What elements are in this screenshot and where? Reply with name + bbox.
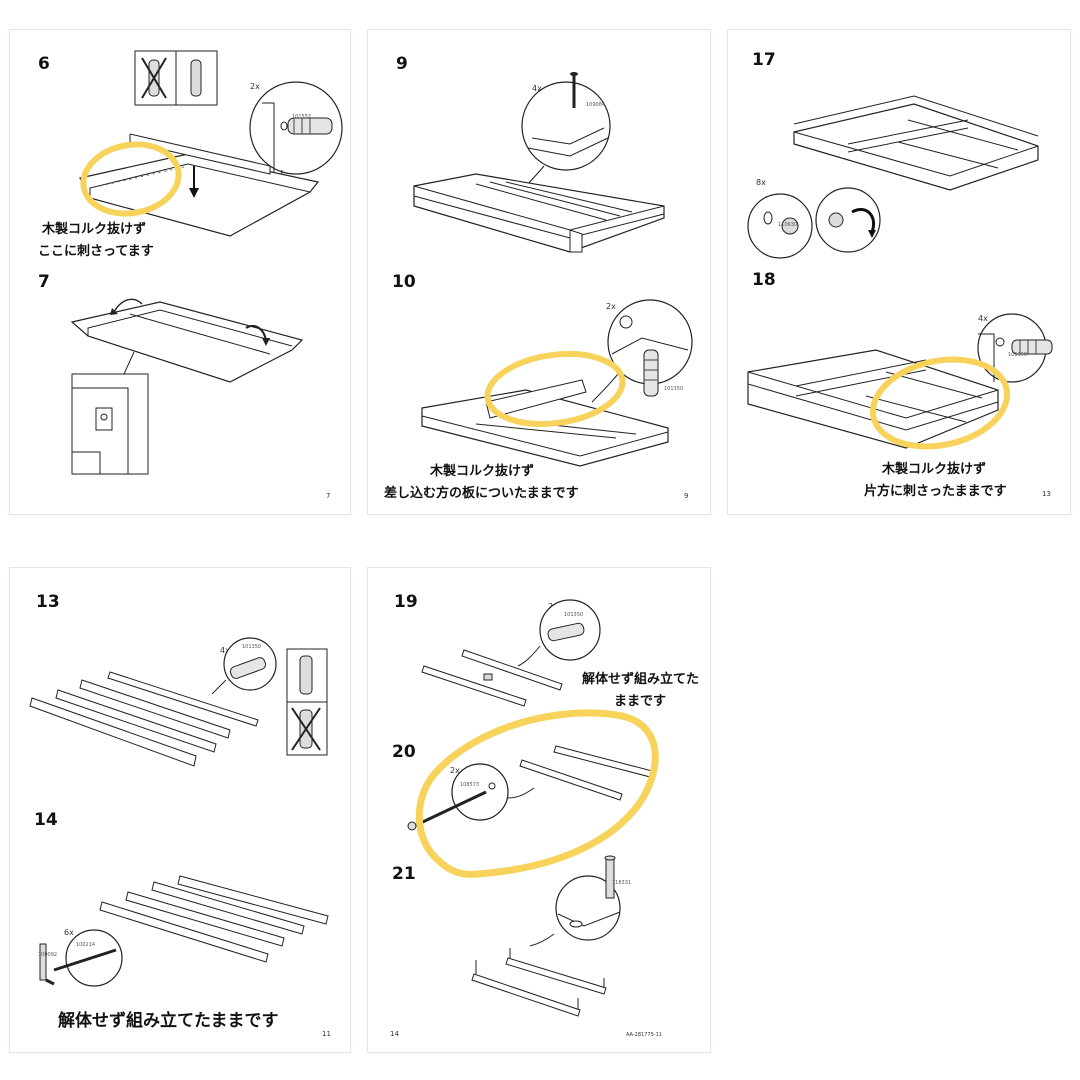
quantity-label: 6x bbox=[64, 928, 74, 937]
step-number: 6 bbox=[38, 54, 50, 74]
dowel-detail-callout bbox=[972, 312, 1068, 392]
step-number: 13 bbox=[36, 592, 60, 612]
step-number: 14 bbox=[34, 810, 58, 830]
page-number: 9 bbox=[684, 492, 689, 500]
annotation-line-2: 差し込む方の板についたままです bbox=[384, 486, 579, 501]
annotation-line-2: 片方に刺さったままです bbox=[864, 484, 1007, 499]
annotation-line-1: 木製コルク抜けず bbox=[430, 464, 535, 479]
part-number: 108573 bbox=[460, 782, 480, 788]
quantity-label: 4x bbox=[532, 84, 542, 93]
highlight-circle bbox=[408, 700, 664, 882]
step-number: 17 bbox=[752, 50, 776, 70]
step-number: 10 bbox=[392, 272, 416, 292]
annotation-line-1: 解体せず組み立てた bbox=[582, 672, 700, 687]
quantity-label: 2x bbox=[606, 302, 616, 311]
annotation-line-1: 木製コルク抜けず bbox=[882, 462, 987, 477]
key-part-number: 100092 bbox=[38, 952, 58, 958]
cam-screw-callout bbox=[524, 854, 624, 948]
slats-drawing-step21 bbox=[470, 948, 616, 1020]
highlight-circle bbox=[76, 138, 186, 220]
annotation-line-1: 解体せず組み立てたままです bbox=[58, 1011, 279, 1031]
slats-drawing bbox=[30, 668, 270, 768]
dowel-detail-callout bbox=[206, 636, 286, 696]
part-number: 100214 bbox=[76, 942, 96, 948]
highlight-circle bbox=[480, 344, 630, 434]
part-number: 101350 bbox=[664, 386, 684, 392]
document-code: AA-281775-11 bbox=[626, 1032, 662, 1038]
annotation-line-2: ここに刺さってます bbox=[38, 244, 154, 259]
part-number: 118331 bbox=[612, 880, 632, 886]
page-number: 11 bbox=[322, 1030, 331, 1038]
bed-frame-drawing-step7 bbox=[70, 292, 320, 492]
page-number: 14 bbox=[390, 1030, 399, 1038]
part-number: 101350 bbox=[242, 644, 262, 650]
bed-frame-drawing bbox=[70, 126, 330, 246]
bed-frame-drawing-step10 bbox=[416, 366, 676, 470]
step-number: 19 bbox=[394, 592, 418, 612]
manual-page-13: 17 8x 110630 18 4x 101350 bbox=[728, 30, 1070, 514]
highlight-circle bbox=[864, 350, 1016, 456]
part-number: 109084 bbox=[586, 102, 606, 108]
step-number: 20 bbox=[392, 742, 416, 762]
page-number: 7 bbox=[326, 492, 331, 500]
part-number: 101557 bbox=[292, 114, 312, 120]
part-number: 110630 bbox=[778, 222, 798, 228]
annotation-line-1: 木製コルク抜けず bbox=[42, 222, 147, 237]
manual-page-9: 9 4x 109084 10 2x 101350 bbox=[368, 30, 710, 514]
manual-page-11: 13 4x 101350 14 6x 100214 100092 解体せず組み立… bbox=[10, 568, 350, 1052]
part-number: 101350 bbox=[564, 612, 584, 618]
slats-drawing bbox=[420, 646, 570, 706]
screw-detail-callout bbox=[514, 72, 614, 198]
bed-frame-drawing bbox=[406, 166, 676, 276]
step-number: 18 bbox=[752, 270, 776, 290]
annotation-line-2: ままです bbox=[614, 694, 667, 709]
dowel-detail-callout bbox=[244, 78, 346, 202]
step-number: 9 bbox=[396, 54, 408, 74]
step-number: 7 bbox=[38, 272, 50, 292]
quantity-label: 4x bbox=[220, 646, 230, 655]
dowel-choice-diagram bbox=[134, 50, 218, 106]
bolt-detail-callout bbox=[24, 924, 130, 996]
manual-page-14: 19 2x 101350 解体せず組み立てた ままです 20 2x 108573… bbox=[368, 568, 710, 1052]
part-number: 101350 bbox=[1008, 352, 1028, 358]
manual-page-7: 6 2x 101557 木製コルク抜けず ここに刺さってます 7 bbox=[10, 30, 350, 514]
cam-lock-callout bbox=[744, 176, 894, 268]
step-number: 21 bbox=[392, 864, 416, 884]
dowel-detail-callout bbox=[592, 294, 696, 424]
page-number: 13 bbox=[1042, 490, 1051, 498]
dowel-choice-diagram bbox=[286, 648, 328, 756]
dowel-detail-callout bbox=[514, 596, 610, 670]
slats-drawing-step14 bbox=[98, 872, 334, 972]
quantity-label: 2x bbox=[250, 82, 260, 91]
quantity-label: 8x bbox=[756, 178, 766, 187]
bed-frame-drawing bbox=[788, 92, 1050, 192]
quantity-label: 4x bbox=[978, 314, 988, 323]
quantity-label: 2x bbox=[450, 766, 460, 775]
